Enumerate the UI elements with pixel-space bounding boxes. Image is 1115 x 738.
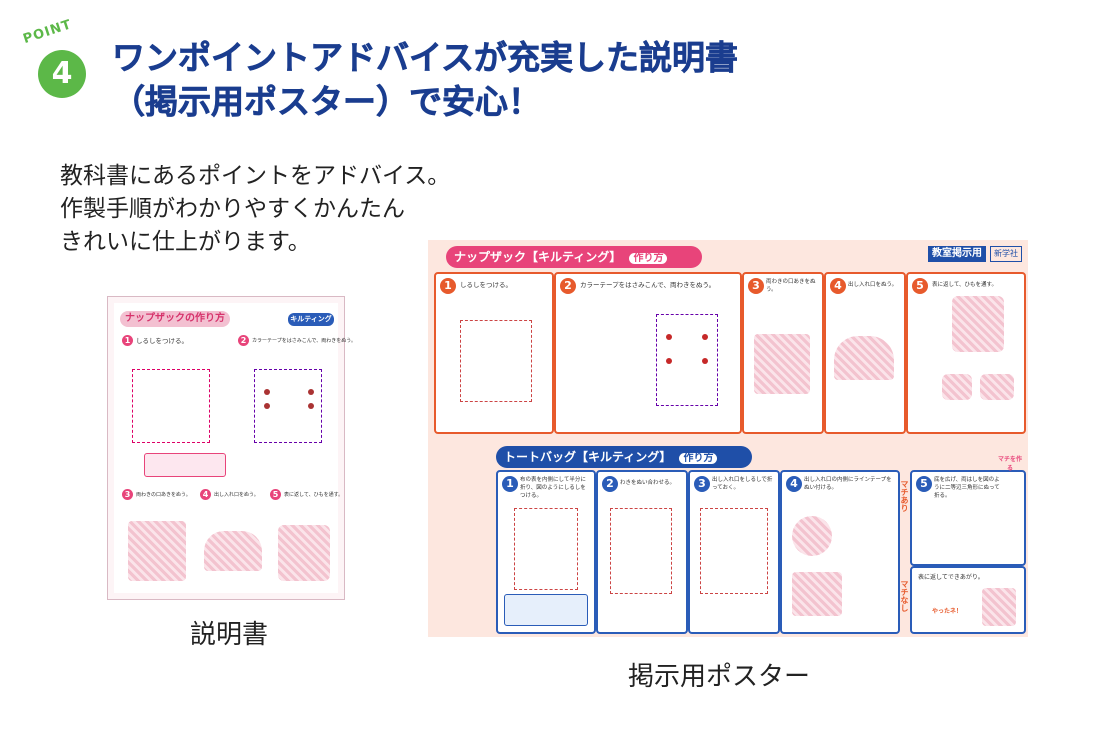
step-panel: 1 布の表を内側にして半分に折り、図のようにしるしをつける。 (496, 470, 596, 634)
bag-illustration (982, 588, 1016, 626)
step-text: 布の表を内側にして半分に折り、図のようにしるしをつける。 (520, 477, 586, 499)
bag-illustration (278, 525, 330, 581)
stitch-dot (264, 403, 270, 409)
step-number: 2 (238, 335, 249, 346)
headline-line1: ワンポイントアドバイスが充実した説明書 (112, 38, 739, 78)
step-text: しるしをつける。 (460, 281, 512, 289)
bag-illustration (952, 296, 1004, 352)
step-panel: 1 しるしをつける。 (434, 272, 554, 434)
description-line: きれいに仕上がります。 (60, 229, 311, 255)
done-text: 表に返してできあがり。 (918, 574, 984, 581)
pattern-outline (610, 508, 672, 594)
step-panel: 4 出し入れ口をぬう。 (824, 272, 906, 434)
point-number: 4 (38, 50, 86, 98)
bag-illustration (128, 521, 186, 581)
tip-box (504, 594, 588, 626)
manual-step-text: しるしをつける。 (136, 337, 188, 345)
step-text: カラーテープをはさみこんで、両わきをぬう。 (580, 281, 716, 289)
fabric-illustration (792, 572, 842, 616)
stitch-dot (264, 389, 270, 395)
bag-illustration (942, 374, 972, 400)
manual-page: ナップザックの作り方 キルティング 1 しるしをつける。 2 カラーテープをはさ… (114, 303, 356, 593)
manual-step-text: 両わきの口あきをぬう。 (136, 492, 191, 498)
poster-title2-text: トートバッグ【キルティング】 (504, 450, 672, 464)
manual-step-text: 表に返して、ひもを通す。 (284, 492, 344, 498)
poster-title1: ナップザック【キルティング】 作り方 (446, 246, 702, 268)
stitch-dot (666, 358, 672, 364)
step-text: 出し入れ口をぬう。 (848, 282, 898, 288)
step-number: 5 (912, 278, 928, 294)
pattern-outline (254, 369, 322, 443)
machi-label: マチを作る (997, 456, 1022, 472)
publisher: 新学社 (990, 246, 1022, 262)
step-number: 2 (602, 476, 618, 492)
step-number: 1 (502, 476, 518, 492)
caption-manual: 説明書 (190, 620, 269, 650)
step-panel: 4 出し入れ口の内側にラインテープをぬい付ける。 (780, 470, 900, 634)
manual-title: ナップザックの作り方 (120, 311, 230, 327)
bag-illustration (980, 374, 1014, 400)
manual-step-text: 出し入れ口をぬう。 (214, 492, 259, 498)
step-panel: 3 出し入れ口をしるしで折っておく。 (688, 470, 780, 634)
step-number: 3 (694, 476, 710, 492)
step-number: 5 (916, 476, 932, 492)
poster-image: ナップザック【キルティング】 作り方 教室掲示用 新学社 1 しるしをつける。 … (428, 240, 1028, 637)
step-text: 底を広げ、両はしを図のように二等辺三角形にぬって折る。 (934, 477, 1000, 499)
fabric-illustration (834, 336, 894, 380)
pattern-outline (460, 320, 532, 402)
side-label: マチなし (900, 580, 909, 612)
poster-title2-tag: 作り方 (679, 453, 718, 464)
manual-step-text: カラーテープをはさみこんで、両わきをぬう。 (252, 338, 356, 344)
step-number: 5 (270, 489, 281, 500)
step-number: 4 (200, 489, 211, 500)
point-label: POINT (21, 17, 74, 47)
manual-tag: キルティング (288, 313, 334, 326)
manual-image: ナップザックの作り方 キルティング 1 しるしをつける。 2 カラーテープをはさ… (107, 296, 356, 600)
step-text: わきをぬい合わせる。 (620, 480, 676, 486)
side-label: マチあり (900, 480, 909, 512)
step-number: 2 (560, 278, 576, 294)
step-text: 表に返して、ひもを通す。 (932, 282, 998, 288)
headline: ワンポイントアドバイスが充実した説明書 （掲示用ポスター）で安心！ (112, 36, 739, 124)
stitch-dot (308, 403, 314, 409)
poster-title1-tag: 作り方 (629, 253, 668, 264)
poster-title2: トートバッグ【キルティング】 作り方 (496, 446, 752, 468)
headline-line2: （掲示用ポスター）で安心！ (112, 82, 542, 122)
step-number: 1 (122, 335, 133, 346)
point-badge: POINT 4 (21, 17, 102, 102)
stitch-dot (702, 358, 708, 364)
step-panel: 3 両わきの口あきをぬう。 (742, 272, 824, 434)
caption-poster: 掲示用ポスター (628, 662, 811, 692)
step-number: 3 (748, 278, 764, 294)
step-text: 出し入れ口の内側にラインテープをぬい付ける。 (804, 477, 892, 491)
bag-illustration (204, 531, 262, 571)
step-panel: 表に返してできあがり。 やったネ！ (910, 566, 1026, 634)
description-line: 作製手順がわかりやすくかんたん (60, 196, 405, 222)
step-panel: 5 底を広げ、両はしを図のように二等辺三角形にぬって折る。 マチを作る (910, 456, 1026, 566)
step-panel: 5 表に返して、ひもを通す。 (906, 272, 1026, 434)
pattern-outline (656, 314, 718, 406)
step-number: 3 (122, 489, 133, 500)
pattern-outline (514, 508, 578, 590)
step-panel: 2 カラーテープをはさみこんで、両わきをぬう。 (554, 272, 742, 434)
yatta-text: やったネ！ (932, 608, 963, 615)
step-panel: 2 わきをぬい合わせる。 (596, 470, 688, 634)
stitch-dot (308, 389, 314, 395)
fabric-illustration (754, 334, 810, 394)
poster-label: 教室掲示用 (928, 246, 986, 262)
step-text: 両わきの口あきをぬう。 (766, 279, 816, 293)
fabric-illustration (792, 516, 832, 556)
stitch-dot (666, 334, 672, 340)
step-number: 4 (830, 278, 846, 294)
pattern-outline (132, 369, 210, 443)
step-number: 4 (786, 476, 802, 492)
poster-title1-text: ナップザック【キルティング】 (454, 250, 622, 264)
tip-box (144, 453, 226, 477)
description: 教科書にあるポイントをアドバイス。 作製手順がわかりやすくかんたん きれいに仕上… (60, 160, 450, 259)
description-line: 教科書にあるポイントをアドバイス。 (60, 163, 451, 189)
step-number: 1 (440, 278, 456, 294)
step-text: 出し入れ口をしるしで折っておく。 (712, 477, 773, 491)
stitch-dot (702, 334, 708, 340)
pattern-outline (700, 508, 768, 594)
